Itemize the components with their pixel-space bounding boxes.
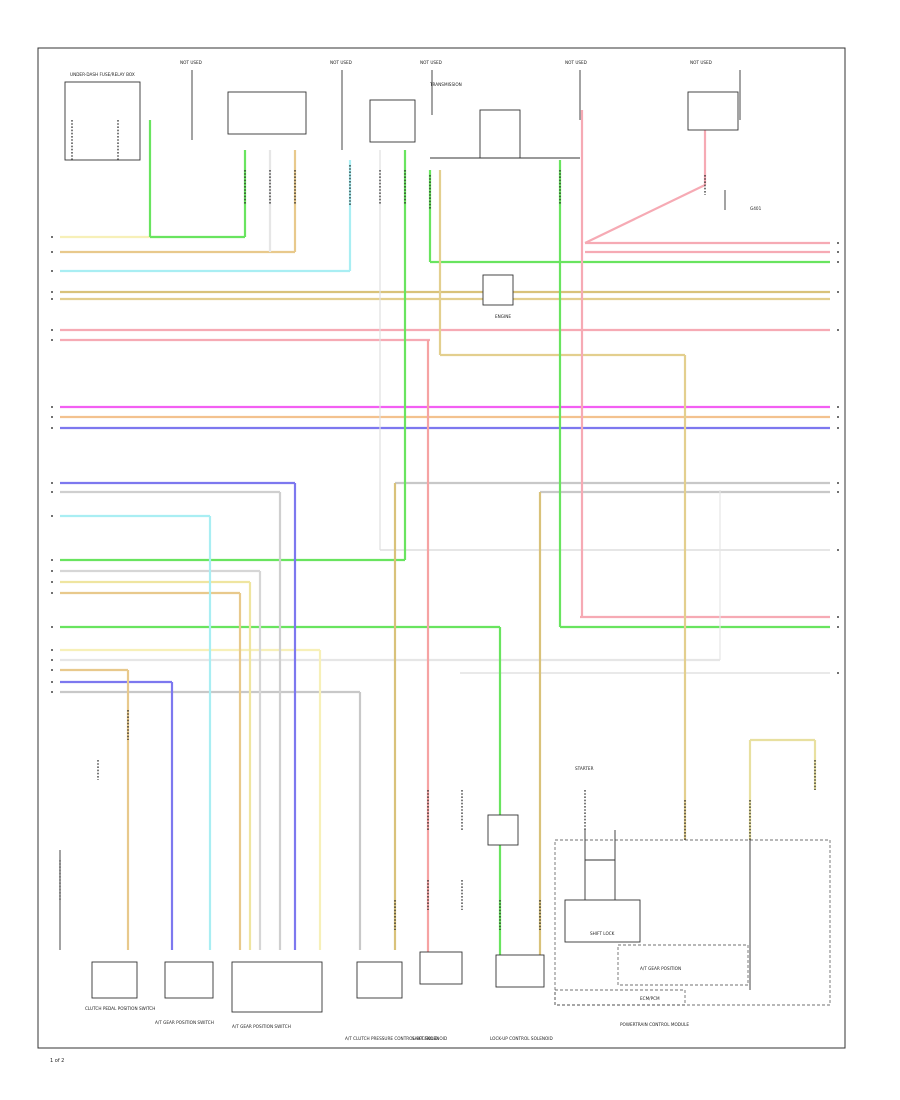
shift-solenoid-box (419, 951, 463, 985)
relay-top-2 (369, 99, 416, 143)
wire-v-pnk-e (584, 184, 706, 244)
fuse-box-left (64, 81, 141, 161)
row-markers (51, 236, 839, 693)
lockup-solenoid-box (495, 954, 545, 988)
pressure-solenoid-label: A/T CLUTCH PRESSURE CONTROL SOLENOID (345, 1036, 438, 1041)
connectors (59, 120, 816, 930)
clutch-switch-label: CLUTCH PEDAL POSITION SWITCH (85, 1006, 155, 1011)
vertical-wires (126, 110, 817, 955)
gear-switch-label-2: A/T GEAR POSITION SWITCH (232, 1024, 291, 1029)
pcm-sub-label-2: A/T GEAR POSITION (640, 966, 681, 971)
shift-solenoid-label: SHIFT SOLENOID (412, 1036, 447, 1041)
gear-switch-box-1 (164, 961, 214, 999)
pcm-inner-box-2 (617, 944, 749, 986)
relay-top-1 (227, 91, 307, 135)
pcm-label: POWERTRAIN CONTROL MODULE (620, 1022, 689, 1027)
starter-label: STARTER (575, 766, 594, 771)
pcm-sub-label-1: SHIFT LOCK (590, 931, 615, 936)
page-number: 1 of 2 (50, 1058, 65, 1064)
lockup-solenoid-label: LOCK-UP CONTROL SOLENOID (490, 1036, 553, 1041)
fuse-label-3: NOT USED (330, 60, 352, 65)
gear-switch-box-2 (231, 961, 323, 1013)
diagram-frame (37, 47, 846, 1049)
ecm-label: ECM/PCM (640, 996, 660, 1001)
top-components: UNDER-DASH FUSE/RELAY BOX NOT USED NOT U… (64, 60, 762, 319)
fuse-label-5: NOT USED (565, 60, 587, 65)
relay-label: TRANSMISSION (429, 82, 462, 87)
pcm-outline (554, 839, 831, 1006)
pcm-inner-box-1 (564, 899, 641, 943)
fuse-label-2: NOT USED (180, 60, 202, 65)
gear-switch-label-1: A/T GEAR POSITION SWITCH (155, 1020, 214, 1025)
horizontal-wires (60, 235, 830, 694)
fuse-box-left-label: UNDER-DASH FUSE/RELAY BOX (70, 72, 135, 77)
bottom-components: CLUTCH PEDAL POSITION SWITCH A/T GEAR PO… (59, 766, 831, 1041)
ground-label: G401 (750, 206, 762, 211)
engine-label: ENGINE (495, 314, 511, 319)
relay-top-3 (479, 109, 521, 159)
fuse-label-6: NOT USED (690, 60, 712, 65)
pressure-solenoid-box (356, 961, 403, 999)
pcm-inner-box-3 (554, 989, 686, 1006)
solenoid-mid-box (487, 814, 519, 846)
fuse-label-4: NOT USED (420, 60, 442, 65)
clutch-switch-box (91, 961, 138, 999)
relay-top-4 (687, 91, 739, 131)
relay-mid (482, 274, 514, 306)
